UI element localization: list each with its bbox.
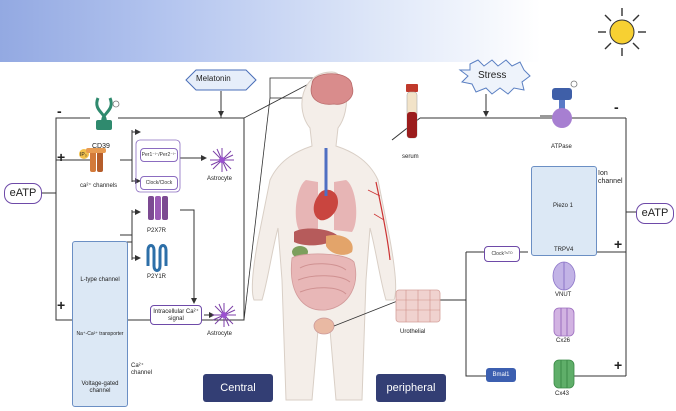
cx26-icon [553,307,575,337]
per-box: Per1⁻ˡ⁻/Per2⁻ˡ⁻ [140,148,178,162]
bmal1-tag: Bmal1 [486,368,516,382]
human-body [251,71,397,401]
ca-channel-group [72,241,128,407]
urothelial-tissue-icon [395,289,441,323]
vnut-label: VNUT [555,292,572,298]
melatonin-label: Melatonin [196,74,231,83]
urothelial-label: Urothelial [400,329,426,335]
p2y1r-label: P2Y1R [147,274,167,280]
piezo1-label: Piezo 1 [553,203,574,209]
right-sign-2: + [614,236,623,252]
serum-label: serum [402,154,419,160]
voltage-gated-label: Voltage-gated channel [81,381,119,394]
cx26-label: Cx26 [556,338,571,344]
p2x7r-icon [148,196,168,220]
ca-channel-group-label: Ca²⁺ channel [131,363,153,376]
intracellular-ca-box: Intracellular Ca²⁺ signal [150,305,202,325]
right-sign-1: - [614,99,619,115]
eatp-right-box: eATP [636,203,674,224]
clock-tsto-tag: Clockᵀˢᵀᴼ [484,246,520,262]
atpase-icon [552,80,578,128]
stress-label: Stress [478,70,507,81]
astrocyte-top-icon [210,148,234,172]
moon-icon [15,8,48,49]
p2x7r-label: P2X7R [147,228,167,234]
eatp-left-box: eATP [4,183,42,204]
ion-channel-label: Ion channel [598,170,623,185]
ion-channel-group [531,166,597,256]
l-type-label: L-type channel [80,277,120,283]
ca-channels-label: ca²⁺ channels [80,183,118,189]
p2y1r-icon [146,244,168,272]
cx43-label: Cx43 [555,391,570,397]
ip3-label: IP₃ [80,152,87,158]
peripheral-label: peripheral [376,374,446,402]
clock-box: Clock/Clock [140,176,178,190]
left-sign-2: + [57,149,66,165]
serum-tube-icon [406,84,418,139]
astrocyte-bottom-label: Astrocyte [207,331,233,337]
right-sign-3: + [614,357,623,373]
vnut-icon [552,261,576,291]
cx43-icon [553,359,575,389]
left-sign-1: - [57,103,62,119]
stress-starburst [458,59,531,95]
astrocyte-top-label: Astrocyte [207,176,233,182]
central-label: Central [203,374,273,402]
cd39-label: CD39 [92,143,110,150]
atpase-label: ATPase [551,144,572,150]
ca-channel-icon [79,148,106,172]
cd39-icon [95,97,120,130]
astrocyte-bottom-icon [212,303,236,327]
left-sign-3: + [57,297,66,313]
trpv4-label: TRPV4 [554,247,574,253]
na-ca-label: Na⁺-Ca²⁺ transporter [76,331,124,337]
melatonin-hexagon [185,69,257,91]
sun-icon [598,8,646,56]
sky-banner [0,0,676,62]
